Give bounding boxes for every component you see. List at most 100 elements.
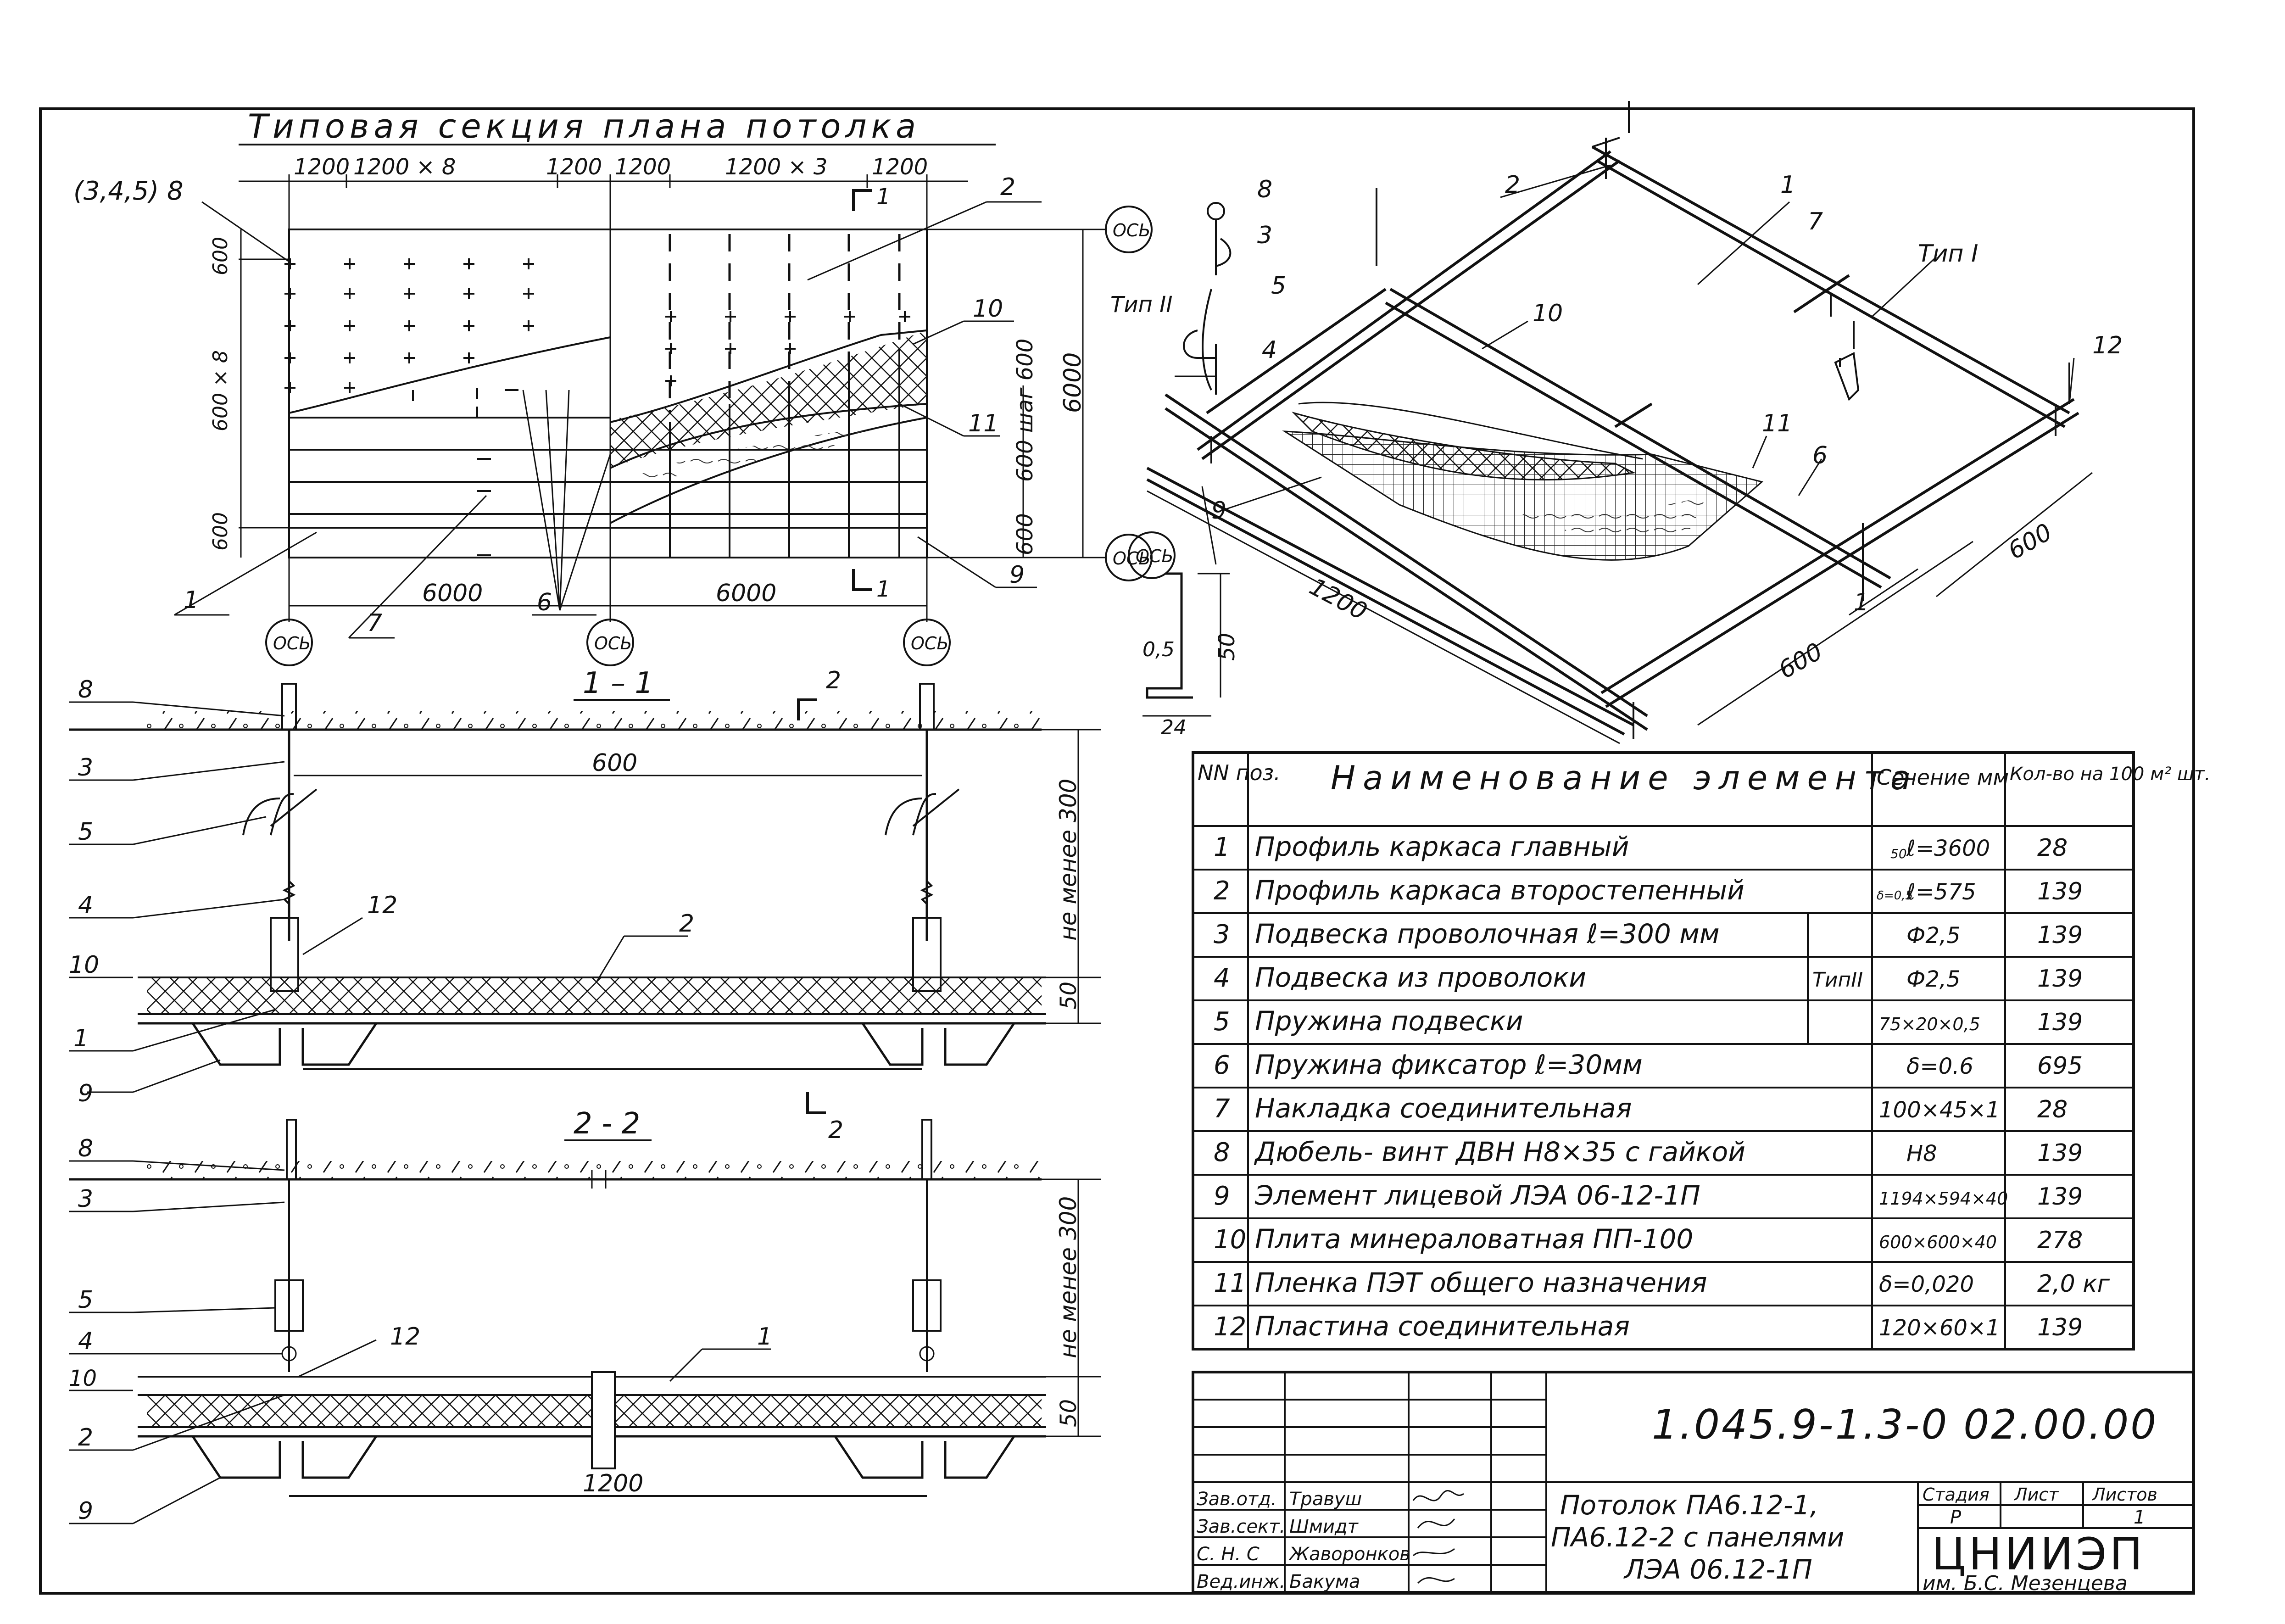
- spec-row-12-name: Пластина соединительная: [1255, 1311, 1630, 1342]
- spec-row-12-qty: 139: [2037, 1314, 2083, 1341]
- section22-label-2: 2: [78, 1424, 93, 1451]
- title-line-1: Потолок ПА6.12-1,: [1560, 1490, 1818, 1521]
- spec-row-2-section: ℓ=575: [1906, 879, 1976, 905]
- iso-type1: Тип I: [1918, 240, 1978, 268]
- spec-header-nn: NN поз.: [1198, 760, 1281, 785]
- section22-label-1: 1: [757, 1323, 772, 1351]
- plan-panel-lines: [289, 349, 927, 558]
- spec-row-8-pos: 8: [1214, 1138, 1230, 1167]
- role-label-4: Вед.инж.: [1197, 1571, 1285, 1592]
- plan-dim-left-mid: 600 × 8: [209, 350, 232, 431]
- spec-row-9-pos: 9: [1214, 1181, 1230, 1211]
- section11-label-10: 10: [69, 951, 99, 979]
- iso-label-6: 6: [1812, 442, 1828, 469]
- section-2-2: 2 2 - 2 1200 не менее 300 50: [69, 1092, 1101, 1525]
- section22-label-10: 10: [69, 1366, 97, 1391]
- plan-section-mark-bottom: 1: [876, 576, 891, 602]
- plan-callout-2: 2: [1000, 173, 1015, 201]
- spec-row-6-name: Пружина фиксатор ℓ=30мм: [1255, 1049, 1643, 1080]
- axis-label-2: ОСЬ: [594, 633, 632, 653]
- spec-table: NN поз. Наименование элемента Сечение мм…: [1192, 751, 2211, 1351]
- spec-row-4-section: Ф2,5: [1906, 966, 1961, 992]
- role-label-1: Зав.отд.: [1197, 1489, 1277, 1510]
- role-label-3: С. Н. С: [1197, 1544, 1260, 1565]
- sheet-label: Лист: [2013, 1484, 2059, 1505]
- sheet-frame: [39, 107, 2195, 1595]
- plan-dashed-profiles: [669, 234, 901, 413]
- spec-row-6-pos: 6: [1214, 1050, 1230, 1080]
- iso-label-9: 9: [1211, 497, 1226, 525]
- spec-header-name: Наименование элемента: [1331, 759, 1918, 797]
- spec-row-8-name: Дюбель- винт ДВН Н8×35 с гайкой: [1254, 1136, 1745, 1167]
- plan-dim-bottom-left: 6000: [422, 580, 483, 607]
- spec-row-4-name: Подвеска из проволоки: [1255, 962, 1586, 993]
- section11-dim-width: 600: [592, 749, 637, 777]
- spec-header-section: Сечение мм: [1877, 765, 2009, 790]
- spec-header-qty: Кол-во на 100 м² шт.: [2010, 764, 2211, 785]
- section11-dim-min: не менее 300: [1055, 779, 1081, 941]
- role-name-1: Травуш: [1289, 1489, 1362, 1510]
- section22-label-12: 12: [390, 1323, 420, 1351]
- spec-row-3-pos: 3: [1214, 920, 1230, 949]
- title-line-3: ЛЭА 06.12-1П: [1623, 1554, 1812, 1585]
- iso-label-1-bottom: 1: [1854, 589, 1869, 616]
- plan-dim-top-5: 1200: [872, 154, 928, 180]
- plan-dim-top-2: 1200: [546, 154, 602, 180]
- spec-row-11-qty: 2,0 кг: [2037, 1270, 2110, 1298]
- title-block: 1.045.9-1.3-0 02.00.00 Зав.отд.ТравушЗав…: [1192, 1371, 2195, 1595]
- plan-ref-label: (3,4,5) 8: [73, 176, 184, 206]
- isometric-view: 50 0,5 24 1200 600 600 8 3 5 4 Тип II: [1110, 101, 2123, 744]
- spec-row-7-name: Накладка соединительная: [1255, 1093, 1632, 1124]
- spec-row-11-section: δ=0,020: [1879, 1272, 1974, 1297]
- section11-label-8: 8: [78, 676, 93, 703]
- stage-value: Р: [1950, 1507, 1962, 1528]
- spec-row-10-qty: 278: [2037, 1227, 2083, 1254]
- sheets-label: Листов: [2091, 1484, 2157, 1505]
- plan-callout-1: 1: [184, 586, 199, 614]
- spec-row-12-pos: 12: [1214, 1312, 1246, 1342]
- iso-label-11: 11: [1762, 410, 1792, 437]
- role-name-3: Жаворонков: [1288, 1544, 1410, 1565]
- axis-label-3: ОСЬ: [911, 633, 949, 653]
- plan-dim-top-3: 1200: [615, 154, 671, 180]
- section11-cut-mark: 2: [826, 667, 841, 694]
- title-line-2: ПА6.12-2 с панелями: [1551, 1522, 1845, 1553]
- plan-dim-top-4: 1200 × 3: [725, 154, 827, 180]
- section22-label-4: 4: [78, 1328, 93, 1355]
- plan-callout-9: 9: [1009, 561, 1025, 589]
- section22-dim-min: не менее 300: [1055, 1196, 1081, 1358]
- plan-section-mark-top: 1: [876, 184, 891, 210]
- section22-label-5: 5: [78, 1286, 93, 1314]
- spec-row-6-section: δ=0.6: [1906, 1054, 1973, 1079]
- spec-row-3-section: Ф2,5: [1906, 923, 1961, 949]
- iso-dim-600-right: 600: [2004, 519, 2057, 565]
- section22-label-9: 9: [78, 1497, 93, 1525]
- section22-label-3: 3: [78, 1185, 93, 1213]
- plan-dim-left-top: 600: [209, 237, 232, 275]
- iso-profile-height: 50: [1214, 633, 1240, 661]
- plan-dim-bottom-right: 6000: [716, 580, 776, 607]
- section22-label-8: 8: [78, 1135, 93, 1162]
- section11-label-12: 12: [367, 892, 397, 919]
- spec-row-5-name: Пружина подвески: [1255, 1005, 1523, 1037]
- spec-row-3-name: Подвеска проволочная ℓ=300 мм: [1255, 918, 1720, 949]
- org-name: ЦНИИЭП: [1932, 1529, 2146, 1580]
- section11-label-2: 2: [679, 910, 694, 938]
- section11-label-9: 9: [78, 1080, 93, 1107]
- iso-label-1-top: 1: [1780, 171, 1795, 199]
- org-sub: им. Б.С. Мезенцева: [1923, 1572, 2128, 1595]
- plan-dim-right-total: 6000: [1059, 352, 1087, 413]
- spec-row-11-name: Пленка ПЭТ общего назначения: [1255, 1267, 1707, 1298]
- spec-table-grid: [1193, 753, 2134, 1349]
- section22-cut-mark: 2: [828, 1116, 843, 1144]
- spec-row-4-qty: 139: [2037, 965, 2083, 993]
- plan-dim-left-bottom: 600: [209, 512, 232, 551]
- iso-label-4: 4: [1262, 336, 1277, 364]
- iso-axis-label: ОСЬ: [1136, 546, 1174, 566]
- spec-row-10-section: 600×600×40: [1879, 1232, 1997, 1252]
- iso-label-7: 7: [1808, 208, 1823, 235]
